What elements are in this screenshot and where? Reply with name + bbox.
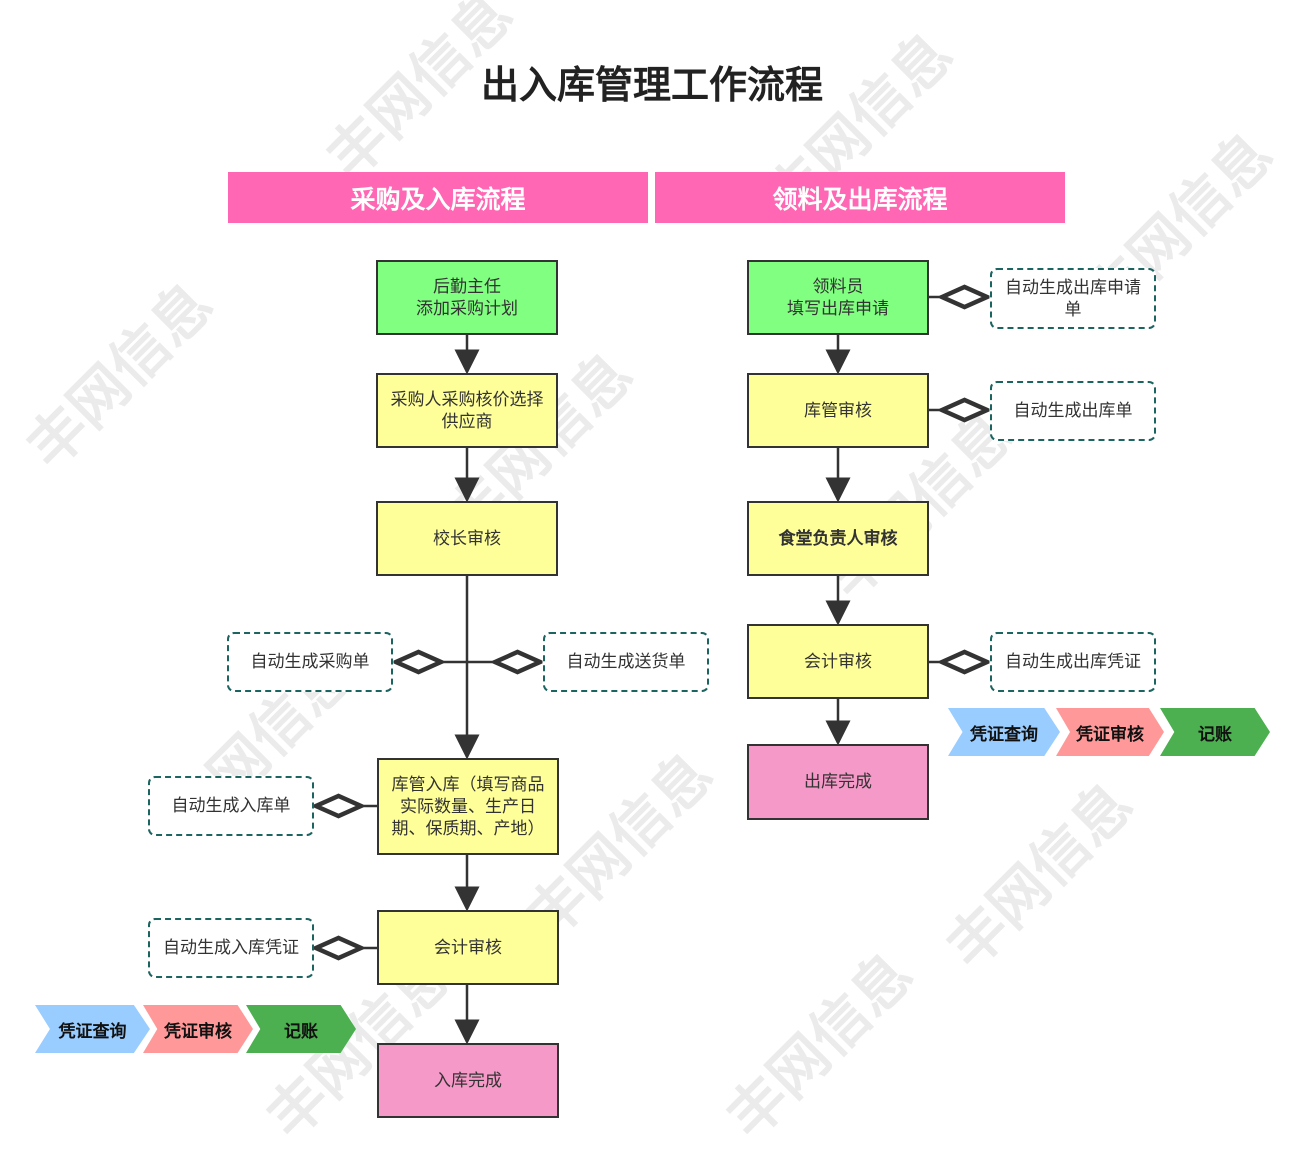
left-lane-header: 采购及入库流程	[228, 172, 648, 223]
auto-purchase-order[interactable]: 自动生成采购单	[227, 632, 393, 692]
chevron-bookkeeping[interactable]: 记账	[1160, 708, 1270, 756]
auto-outbound-request[interactable]: 自动生成出库申请单	[990, 268, 1156, 329]
page-title: 出入库管理工作流程	[480, 63, 823, 107]
chevron-bookkeeping[interactable]: 记账	[246, 1005, 356, 1053]
auto-inbound-slip[interactable]: 自动生成入库单	[148, 776, 314, 836]
step-principal-review[interactable]: 校长审核	[376, 501, 558, 576]
step-in-complete[interactable]: 入库完成	[377, 1043, 559, 1118]
right-lane-header: 领料及出库流程	[655, 172, 1065, 223]
step-warehouse-in[interactable]: 库管入库（填写商品实际数量、生产日期、保质期、产地）	[377, 758, 559, 855]
auto-delivery-note[interactable]: 自动生成送货单	[543, 632, 709, 692]
step-accounting-review[interactable]: 会计审核	[377, 910, 559, 985]
auto-inbound-voucher[interactable]: 自动生成入库凭证	[148, 918, 314, 978]
step-requisition[interactable]: 领料员 填写出库申请	[747, 260, 929, 335]
step-warehouse-review[interactable]: 库管审核	[747, 373, 929, 448]
chevron-voucher-review[interactable]: 凭证审核	[1056, 708, 1164, 756]
auto-outbound-voucher[interactable]: 自动生成出库凭证	[990, 632, 1156, 692]
chevron-voucher-query[interactable]: 凭证查询	[948, 708, 1060, 756]
step-plan[interactable]: 后勤主任 添加采购计划	[376, 260, 558, 335]
step-out-complete[interactable]: 出库完成	[747, 744, 929, 820]
chevron-voucher-query[interactable]: 凭证查询	[35, 1005, 150, 1053]
chevron-voucher-review[interactable]: 凭证审核	[143, 1005, 253, 1053]
step-supplier[interactable]: 采购人采购核价选择供应商	[376, 373, 558, 448]
step-accounting-review-out[interactable]: 会计审核	[747, 624, 929, 699]
auto-outbound-slip[interactable]: 自动生成出库单	[990, 381, 1156, 441]
step-canteen-review[interactable]: 食堂负责人审核	[747, 501, 929, 576]
